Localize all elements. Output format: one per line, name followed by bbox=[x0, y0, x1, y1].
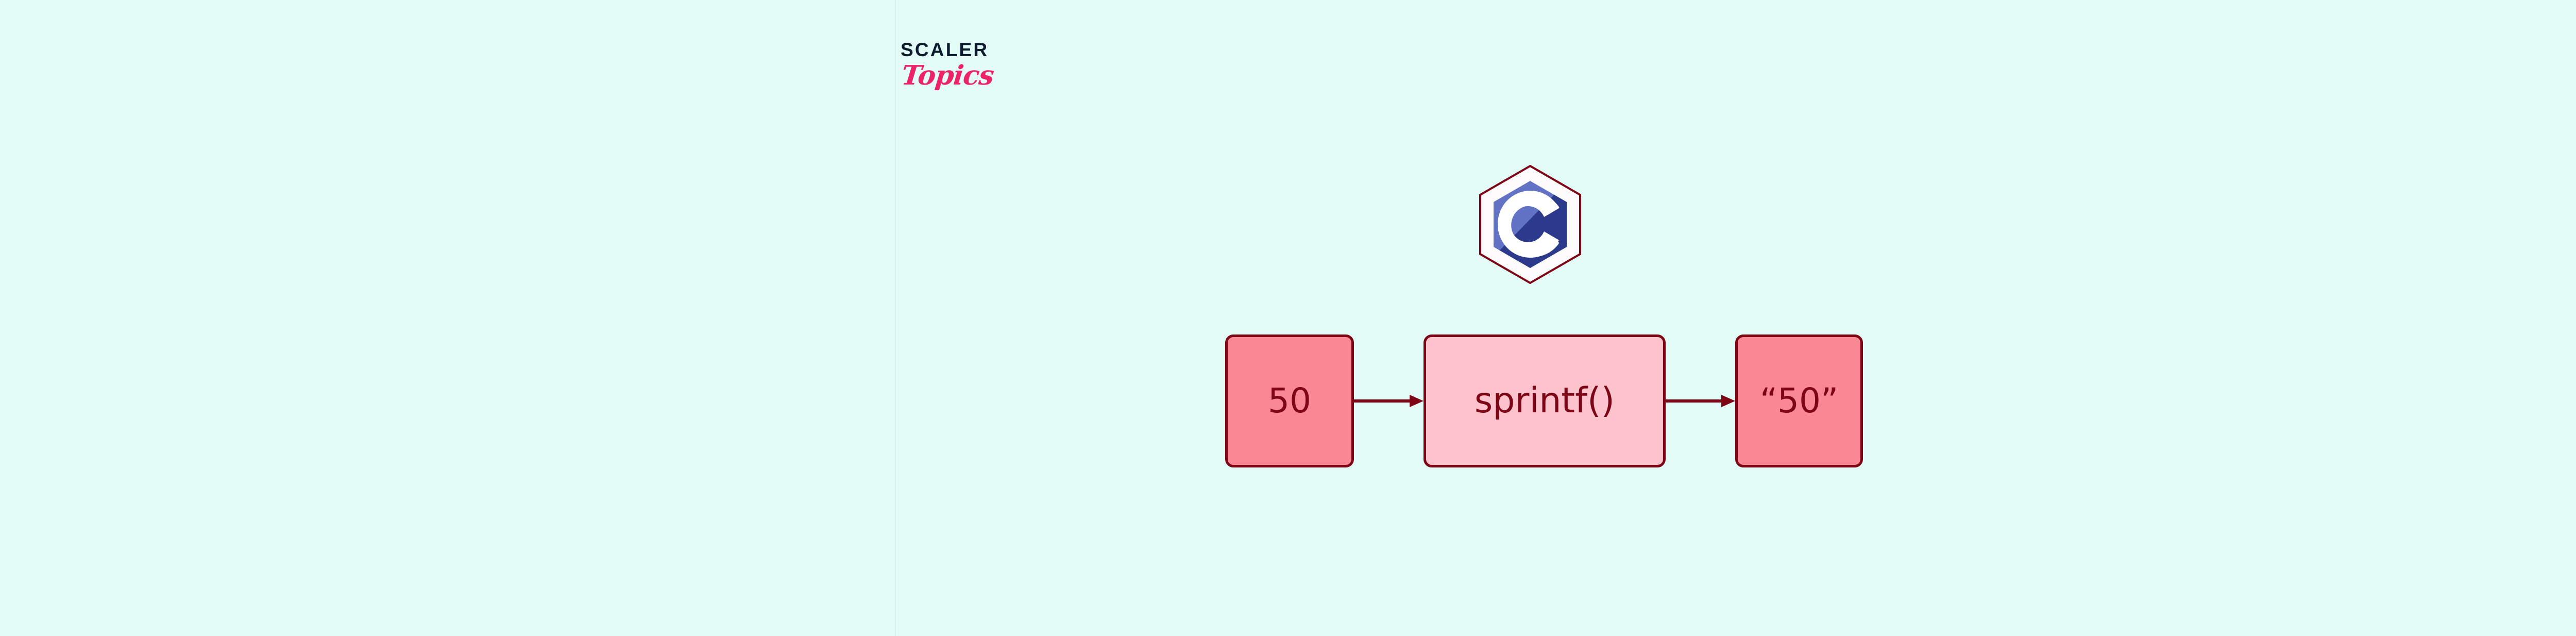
sprintf-flow-diagram: 50 sprintf() “50” bbox=[1225, 334, 1863, 468]
logo-letter-c-glyph bbox=[1498, 190, 1559, 258]
scaler-topics-logo: SCALER Topics bbox=[900, 39, 1065, 91]
brand-name-scaler: SCALER bbox=[901, 39, 989, 60]
flow-node-function: sprintf() bbox=[1423, 334, 1666, 467]
brand-name-topics: Topics bbox=[900, 60, 995, 91]
c-language-logo bbox=[1476, 164, 1584, 285]
arrow-function-to-output bbox=[1666, 391, 1735, 411]
background-seam-divider bbox=[895, 0, 896, 636]
flow-node-input: 50 bbox=[1225, 334, 1354, 467]
flow-node-output: “50” bbox=[1735, 334, 1863, 467]
arrow-input-to-function bbox=[1354, 391, 1423, 411]
